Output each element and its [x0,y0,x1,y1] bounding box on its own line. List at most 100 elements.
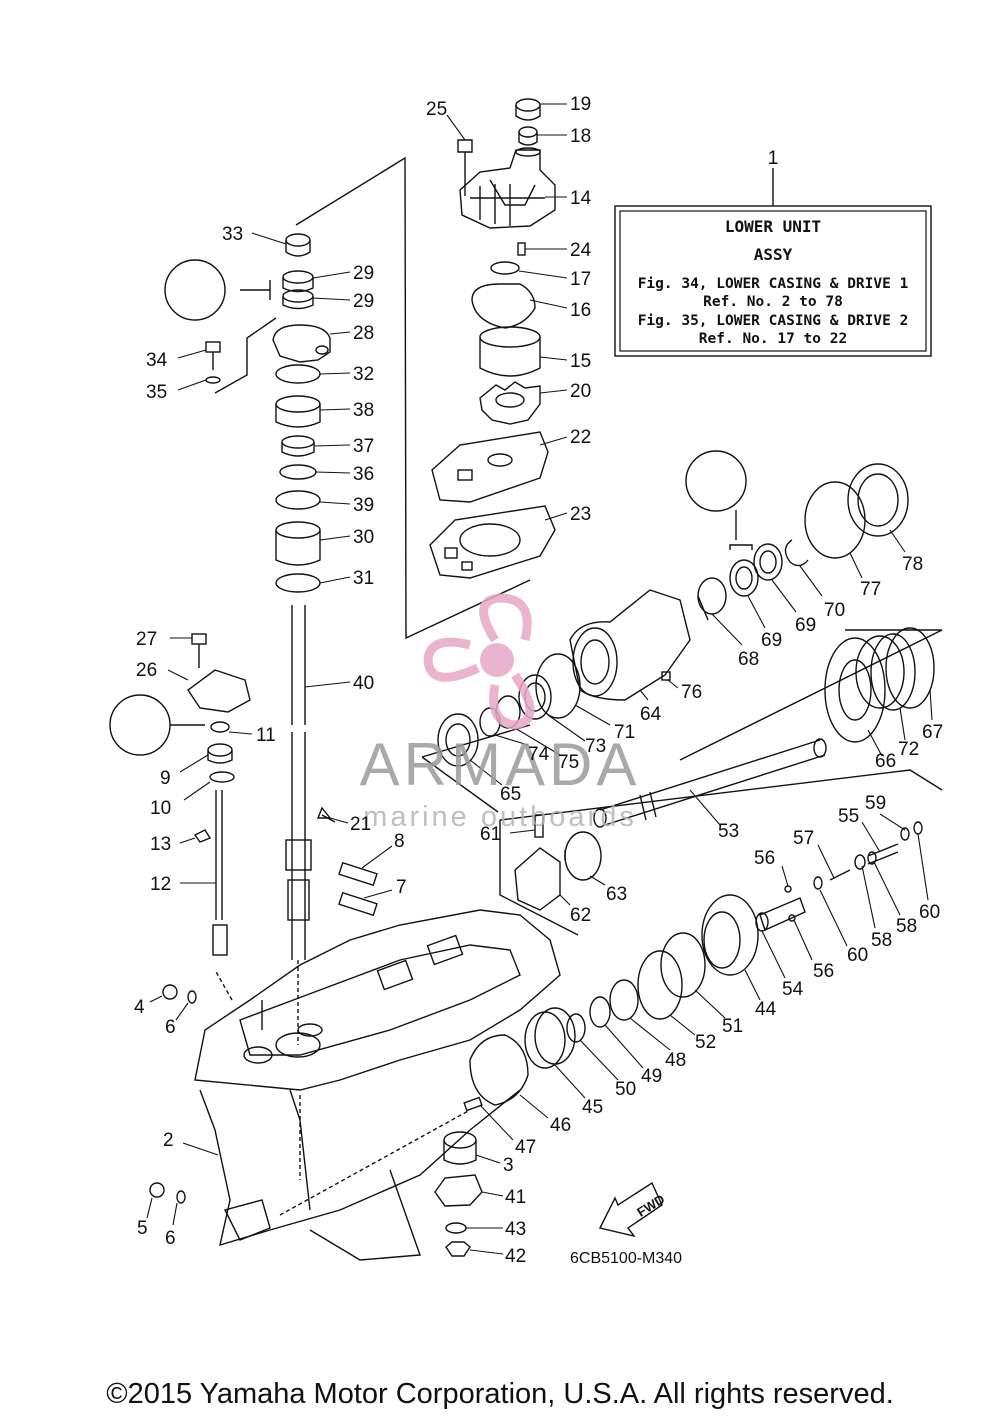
callout-66: 66 [875,751,896,772]
callout-14: 14 [570,188,592,209]
armada-logo [423,593,535,730]
water-pump-group [429,98,556,579]
callout-47: 47 [515,1137,536,1158]
callout-24: 24 [570,240,592,261]
callout-27: 27 [136,629,157,650]
callout-23: 23 [570,504,591,525]
callout-25: 25 [426,99,447,120]
driveshaft-stack [164,233,331,1045]
propshaft-group-bracket-left [499,820,579,936]
callout-11: 11 [256,725,276,746]
callout-30: 30 [353,527,374,548]
callout-68: 68 [738,649,759,670]
callout-3: 3 [503,1155,514,1176]
callout-55: 55 [838,806,859,827]
callout-56b: 56 [813,961,834,982]
callout-50: 50 [615,1079,636,1100]
info-box-line3: Fig. 34, LOWER CASING & DRIVE 1 [638,276,909,292]
gear-group-bracket-diag [679,629,943,761]
callout-32: 32 [353,364,374,385]
leader-lines [146,103,933,1255]
info-box-line4: Ref. No. 2 to 78 [703,294,843,310]
callout-16: 16 [570,300,591,321]
callout-61: 61 [480,824,501,845]
bearing-housing-group [437,450,909,767]
callout-15: 15 [570,351,591,372]
propeller-shaft-group [434,627,935,1257]
callout-52: 52 [695,1032,716,1053]
callout-21: 21 [350,814,371,835]
callout-10: 10 [150,798,171,819]
callout-29b: 29 [353,291,374,312]
callout-37: 37 [353,436,374,457]
callout-45: 45 [582,1097,603,1118]
propeller-logo-icon [423,593,535,730]
callout-62: 62 [570,905,591,926]
callout-29a: 29 [353,263,374,284]
callout-58b: 58 [896,916,917,937]
callout-44: 44 [755,999,777,1020]
copyright-notice: ©2015 Yamaha Motor Corporation, U.S.A. A… [106,1378,894,1410]
callout-38: 38 [353,400,374,421]
callout-78: 78 [902,554,923,575]
propshaft-group-bracket [499,769,943,821]
info-box-line1: LOWER UNIT [725,217,821,236]
callout-6a: 6 [165,1017,176,1038]
bearing-bracket [421,756,499,813]
callout-26: 26 [136,660,157,681]
callout-43: 43 [505,1219,526,1240]
callout-4: 4 [134,997,145,1018]
watermark-tagline: marine outboards [363,801,637,833]
callout-42: 42 [505,1246,526,1267]
callout-40: 40 [353,673,374,694]
callout-39: 39 [353,495,374,516]
callout-71: 71 [614,722,635,743]
callout-18: 18 [570,126,591,147]
info-box-ref: 1 [768,148,779,169]
callout-35: 35 [146,382,167,403]
callout-8: 8 [394,831,405,852]
callout-69a: 69 [795,615,816,636]
callout-67: 67 [922,722,943,743]
callout-60b: 60 [919,902,940,923]
lower-casing [149,909,561,1261]
diagram-code: 6CB5100-M340 [570,1250,682,1267]
watermark-brand: ARMADA [360,731,641,798]
callout-22: 22 [570,427,591,448]
callout-12: 12 [150,874,171,895]
callout-31: 31 [353,568,374,589]
callout-77: 77 [860,579,881,600]
callout-57: 57 [793,828,814,849]
callout-59: 59 [865,793,886,814]
callout-19: 19 [570,94,591,115]
callout-65: 65 [500,784,521,805]
shaft-group-bracket [295,156,531,640]
callout-5: 5 [137,1218,148,1239]
fwd-arrow-icon [598,1181,663,1238]
callout-48: 48 [665,1050,686,1071]
info-box-line6: Ref. No. 17 to 22 [699,331,847,347]
callout-64: 64 [640,704,662,725]
callout-33: 33 [222,224,243,245]
callout-51: 51 [722,1016,743,1037]
callout-6b: 6 [165,1228,176,1249]
callout-34: 34 [146,350,168,371]
info-box-line5: Fig. 35, LOWER CASING & DRIVE 2 [638,313,909,329]
callout-41: 41 [505,1187,526,1208]
callout-75: 75 [558,752,579,773]
callout-69b: 69 [761,630,782,651]
fwd-label: FWD [634,1191,667,1219]
callout-53: 53 [718,821,739,842]
callout-73: 73 [585,736,606,757]
callout-74: 74 [528,744,550,765]
callout-17: 17 [570,269,591,290]
shift-rod-group [109,633,378,956]
callout-2: 2 [163,1130,174,1151]
callout-7: 7 [396,877,407,898]
callout-72: 72 [898,739,919,760]
info-box-line2: ASSY [754,245,793,264]
info-box-inner [619,210,927,352]
callout-60a: 60 [847,945,868,966]
